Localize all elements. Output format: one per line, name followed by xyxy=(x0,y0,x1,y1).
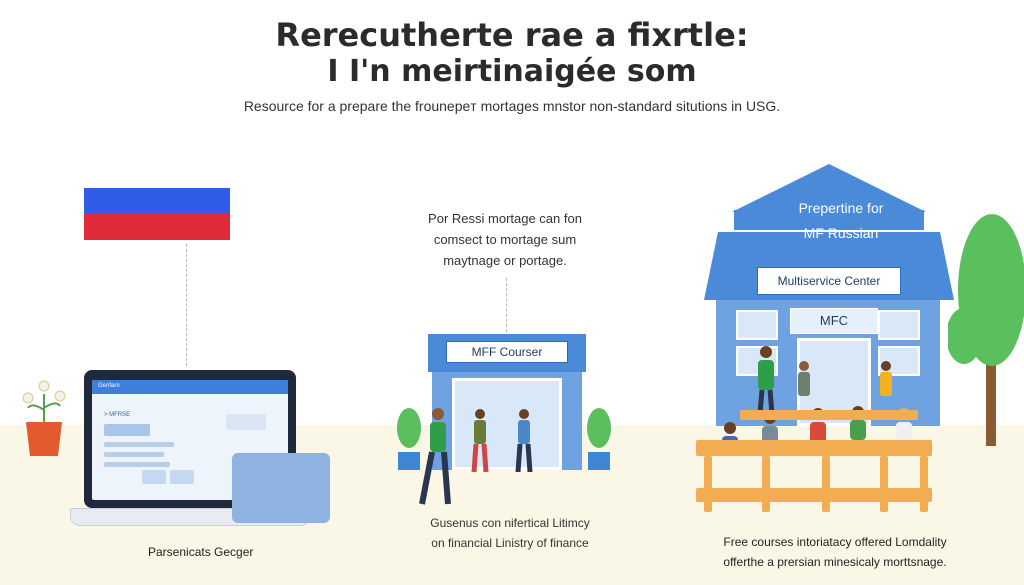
middle-note: Por Ressi mortage can fon comsect to mor… xyxy=(400,208,610,271)
image-thumbnail xyxy=(142,470,166,484)
text-line xyxy=(104,442,174,447)
page-title-line-2: I I'n meirtinaigée som xyxy=(327,54,697,89)
bench-leg xyxy=(920,456,928,512)
connector-line xyxy=(186,244,187,366)
middle-note-line-1: Por Ressi mortage can fon xyxy=(428,211,582,226)
window xyxy=(878,346,920,376)
page-title-line-1: Rerecutherte rae a fixrtle: xyxy=(275,16,749,54)
middle-caption-line-1: Gusenus con nifertical Litimcy xyxy=(430,516,590,530)
site-tag: > MFRSE xyxy=(104,412,131,418)
window xyxy=(878,310,920,340)
text-line xyxy=(104,452,164,457)
right-caption-line-1: Free courses intoriatacy offered Lomdali… xyxy=(723,535,947,549)
mfc-roof-label-1: Prepertine for xyxy=(798,200,884,216)
profile-widget xyxy=(226,414,266,430)
bench-leg xyxy=(880,456,888,512)
laptop-caption: Parsenicats Gecger xyxy=(148,545,254,559)
tree-icon xyxy=(397,408,421,470)
people-group-icon xyxy=(419,408,533,505)
middle-note-line-2: comsect to mortage sum xyxy=(433,232,577,247)
office-sign: MFF Courser xyxy=(446,341,568,363)
mfc-banner: Multiservice Center xyxy=(757,267,901,295)
bench-row xyxy=(696,488,932,502)
mfc-door-sign: MFC xyxy=(790,308,878,334)
window xyxy=(736,310,778,340)
office-entrance xyxy=(452,378,562,470)
bench-leg xyxy=(762,456,770,512)
tree-icon xyxy=(587,408,611,470)
middle-caption-line-2: on financial Linistry of finance xyxy=(431,536,589,550)
tree-icon xyxy=(948,214,1024,446)
site-header: Genfaro xyxy=(92,380,288,394)
middle-caption: Gusenus con nifertical Litimcy on financ… xyxy=(410,513,610,553)
bench-leg xyxy=(822,456,830,512)
bench-back xyxy=(740,410,918,420)
page-subtitle: Resource for a prepare the frounepeт mor… xyxy=(243,98,781,114)
mfc-roof-label-2: MF Russian xyxy=(803,225,879,241)
bench-leg xyxy=(704,456,712,512)
middle-note-line-3: maytnage or portage. xyxy=(443,253,567,268)
info-card xyxy=(232,453,330,523)
image-thumbnail xyxy=(170,470,194,484)
flower-pot-icon xyxy=(22,380,66,456)
russian-flag-icon xyxy=(84,188,230,240)
right-caption: Free courses intoriatacy offered Lomdali… xyxy=(680,532,990,572)
content-block xyxy=(104,424,150,436)
connector-line xyxy=(506,278,507,332)
bench-row xyxy=(696,440,932,456)
right-caption-line-2: offerthe a prersian minesicaly morttsnag… xyxy=(723,555,947,569)
text-line xyxy=(104,462,170,467)
